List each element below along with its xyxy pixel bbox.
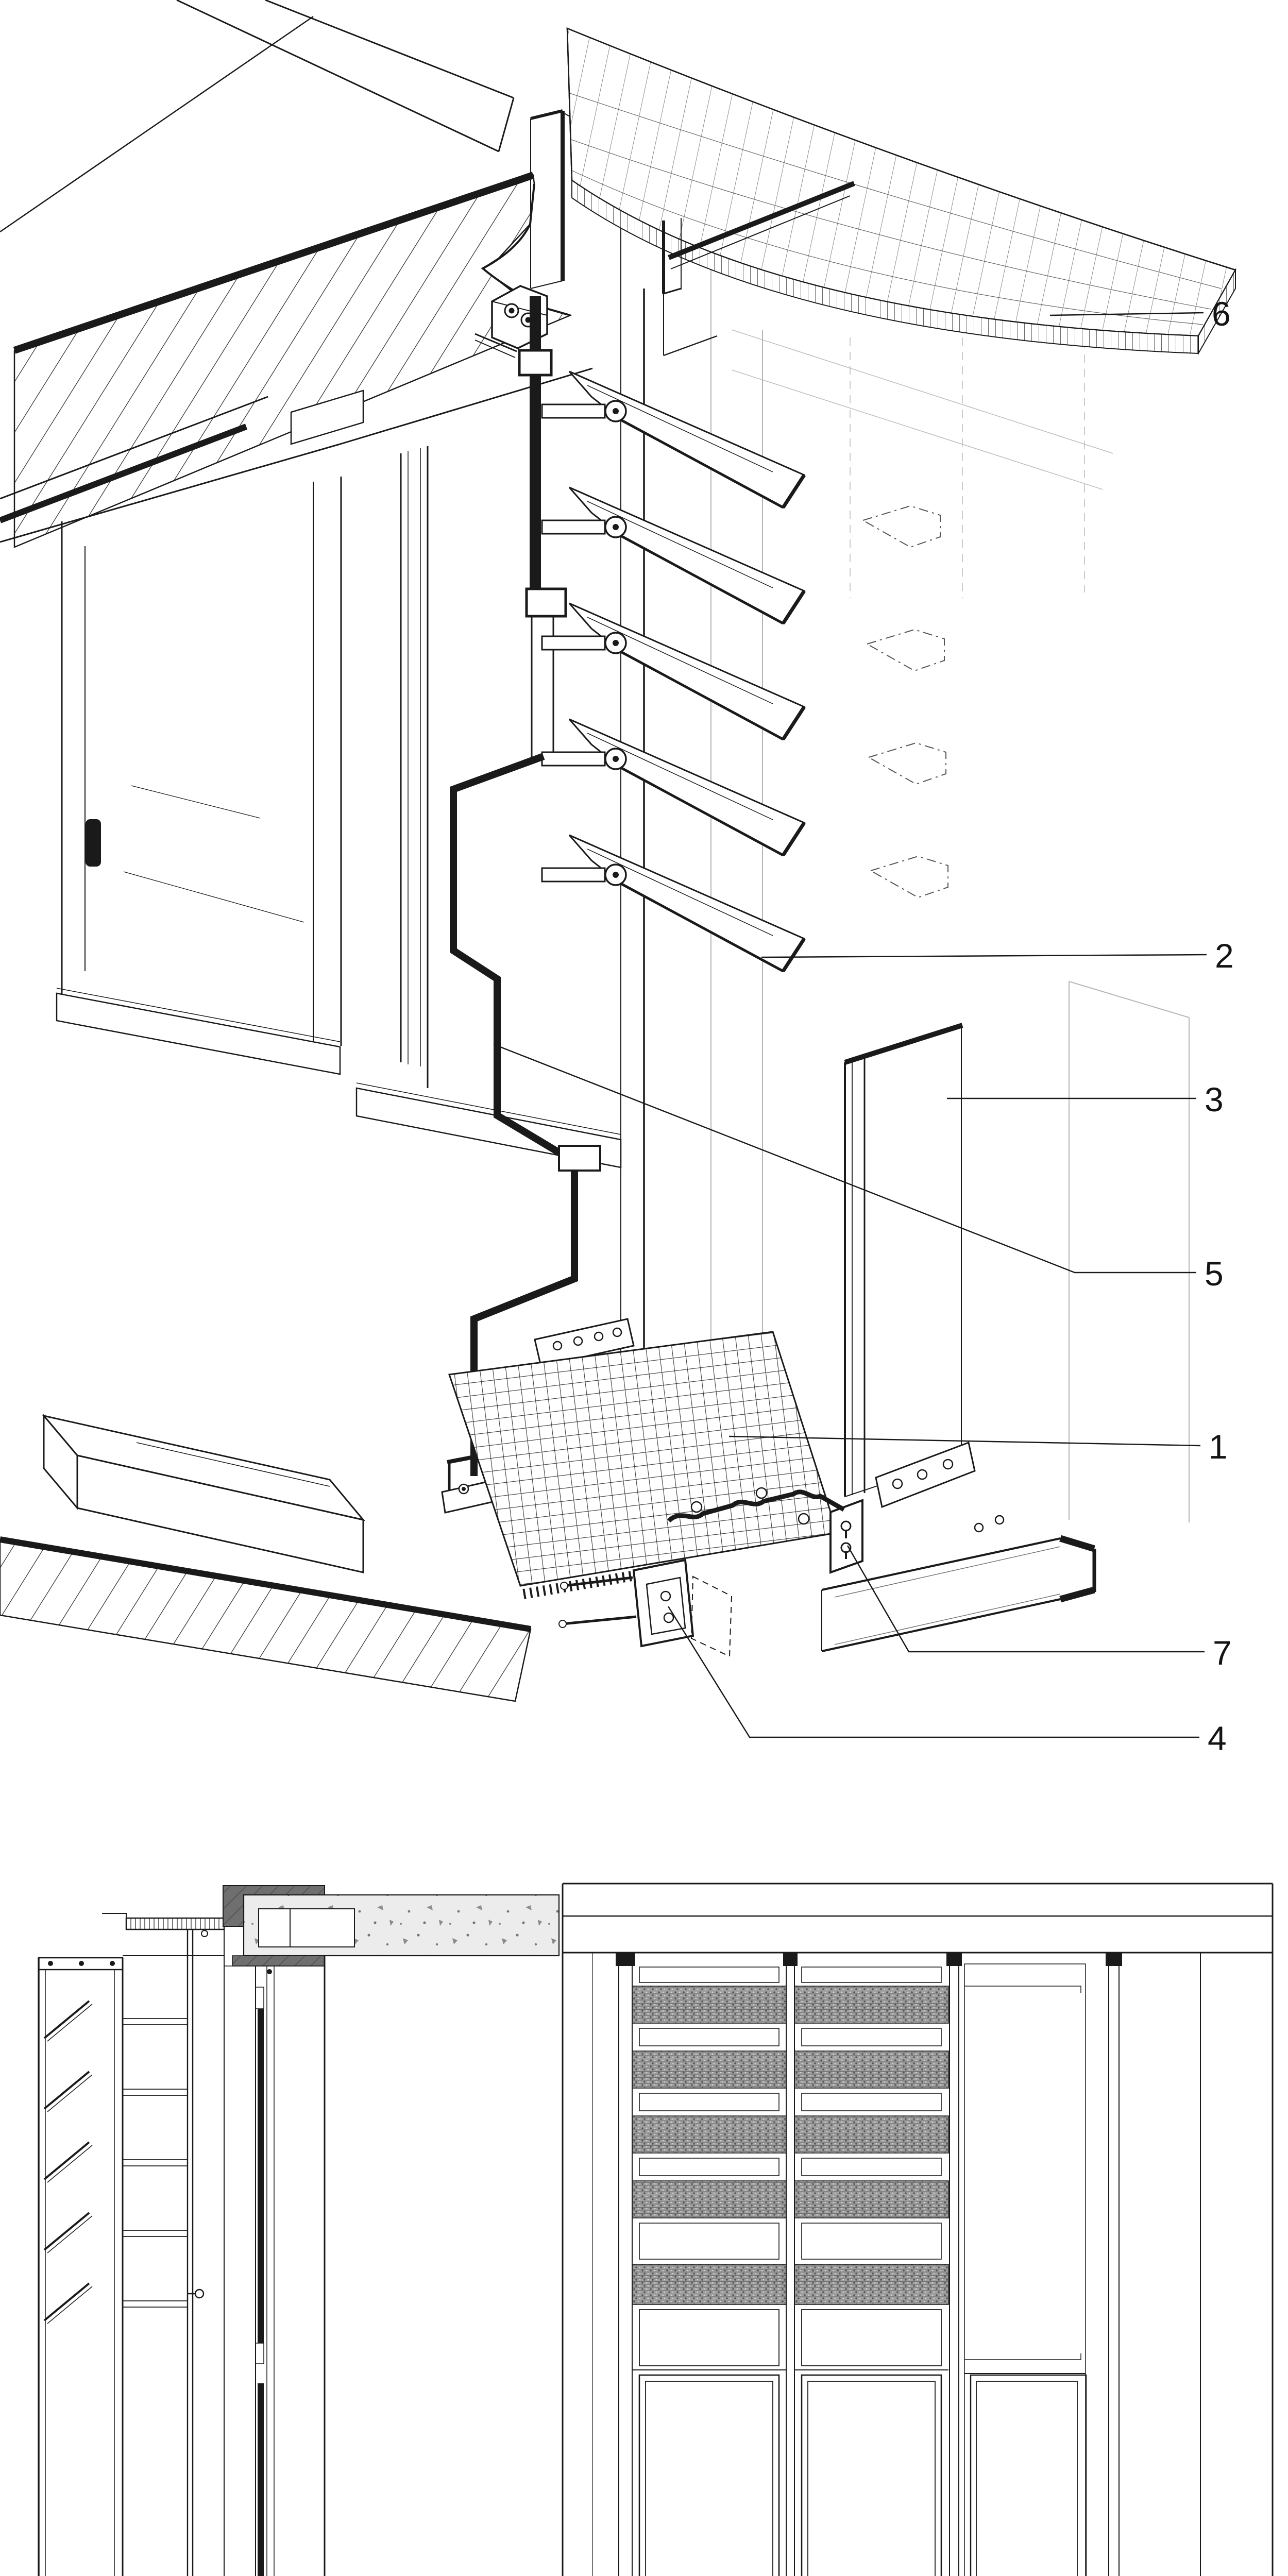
bar-clamp-lower <box>525 587 567 618</box>
mullion-head-caps <box>616 1953 1122 1966</box>
callout-leaders <box>493 312 1207 1738</box>
section-tie-bars <box>123 2018 188 2308</box>
louver-support-bar <box>518 296 567 757</box>
leader-5 <box>493 1043 1196 1274</box>
hidden-bracket-outlines <box>861 505 948 899</box>
bar-clamp-upper <box>518 349 553 377</box>
glass-fin-panel <box>844 1023 976 1509</box>
callout-3: 3 <box>1205 1080 1224 1118</box>
window-handle <box>86 819 101 867</box>
interior-window <box>61 446 429 1088</box>
section-wall-and-slabs <box>123 1885 560 2576</box>
glass-panel-base-flange <box>534 1318 635 1367</box>
slab-edge-thick <box>13 172 535 354</box>
section-support-bar <box>187 1929 205 2576</box>
interior-elevation-drawing <box>562 1883 1274 2576</box>
anchor-strap-hardware <box>667 1489 845 1523</box>
ceiling-slab <box>0 0 572 548</box>
leader-6 <box>1049 312 1204 316</box>
slab-edge-upstand-angle <box>662 181 855 357</box>
section-louver-screen <box>38 1957 188 2576</box>
elevation-bay-2 <box>793 1966 950 2576</box>
section-louver-blades <box>43 2000 93 2324</box>
lower-sill-assembly <box>0 1413 532 1702</box>
grating-fringe <box>522 1568 651 1599</box>
keyhole-bolts <box>840 1520 852 1559</box>
vertical-section-drawing <box>38 1885 560 2576</box>
callout-5: 5 <box>1205 1255 1224 1293</box>
window-head <box>0 367 593 543</box>
callout-numbers: 6 2 3 5 1 7 4 <box>1205 295 1234 1757</box>
soffit-beam <box>290 389 364 445</box>
leader-1 <box>728 1435 1201 1447</box>
channel-beam-assembly <box>558 1487 1096 1657</box>
elevation-bay-1 <box>631 1966 787 2576</box>
callout-1: 1 <box>1209 1428 1228 1466</box>
callout-6: 6 <box>1212 295 1231 333</box>
leader-2 <box>761 954 1207 958</box>
leader-7 <box>846 1545 1205 1653</box>
front-fixing-plate <box>558 1558 694 1648</box>
channel-open-end <box>1059 1535 1096 1603</box>
leader-4 <box>667 1606 1199 1738</box>
elevation-bay-3 <box>964 1963 1087 2576</box>
callout-7: 7 <box>1213 1634 1232 1672</box>
cranked-support-strut <box>450 753 601 1476</box>
sill-clamp <box>558 1145 601 1172</box>
elevation-mullions <box>616 1953 1122 2576</box>
section-glazing <box>224 1956 326 2576</box>
callout-4: 4 <box>1208 1719 1227 1757</box>
callout-2: 2 <box>1215 937 1234 975</box>
walkway-grating-deck <box>448 1331 838 1599</box>
frame-bolts <box>48 1961 115 1966</box>
